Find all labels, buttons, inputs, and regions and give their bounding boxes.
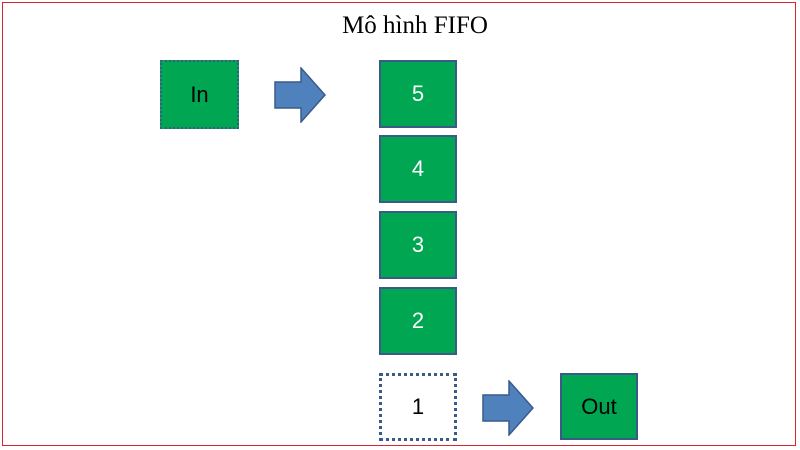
queue-item: 3 bbox=[379, 211, 457, 279]
in-arrow-icon bbox=[274, 67, 326, 123]
dequeued-item: 1 bbox=[379, 373, 457, 441]
in-box: In bbox=[160, 60, 239, 129]
out-box: Out bbox=[560, 373, 638, 440]
queue-item: 4 bbox=[379, 135, 457, 203]
queue-item-top: 5 bbox=[379, 60, 457, 128]
queue-item-bottom: 2 bbox=[379, 287, 457, 355]
diagram-title: Mô hình FIFO bbox=[342, 12, 488, 39]
out-arrow-icon bbox=[482, 380, 534, 436]
